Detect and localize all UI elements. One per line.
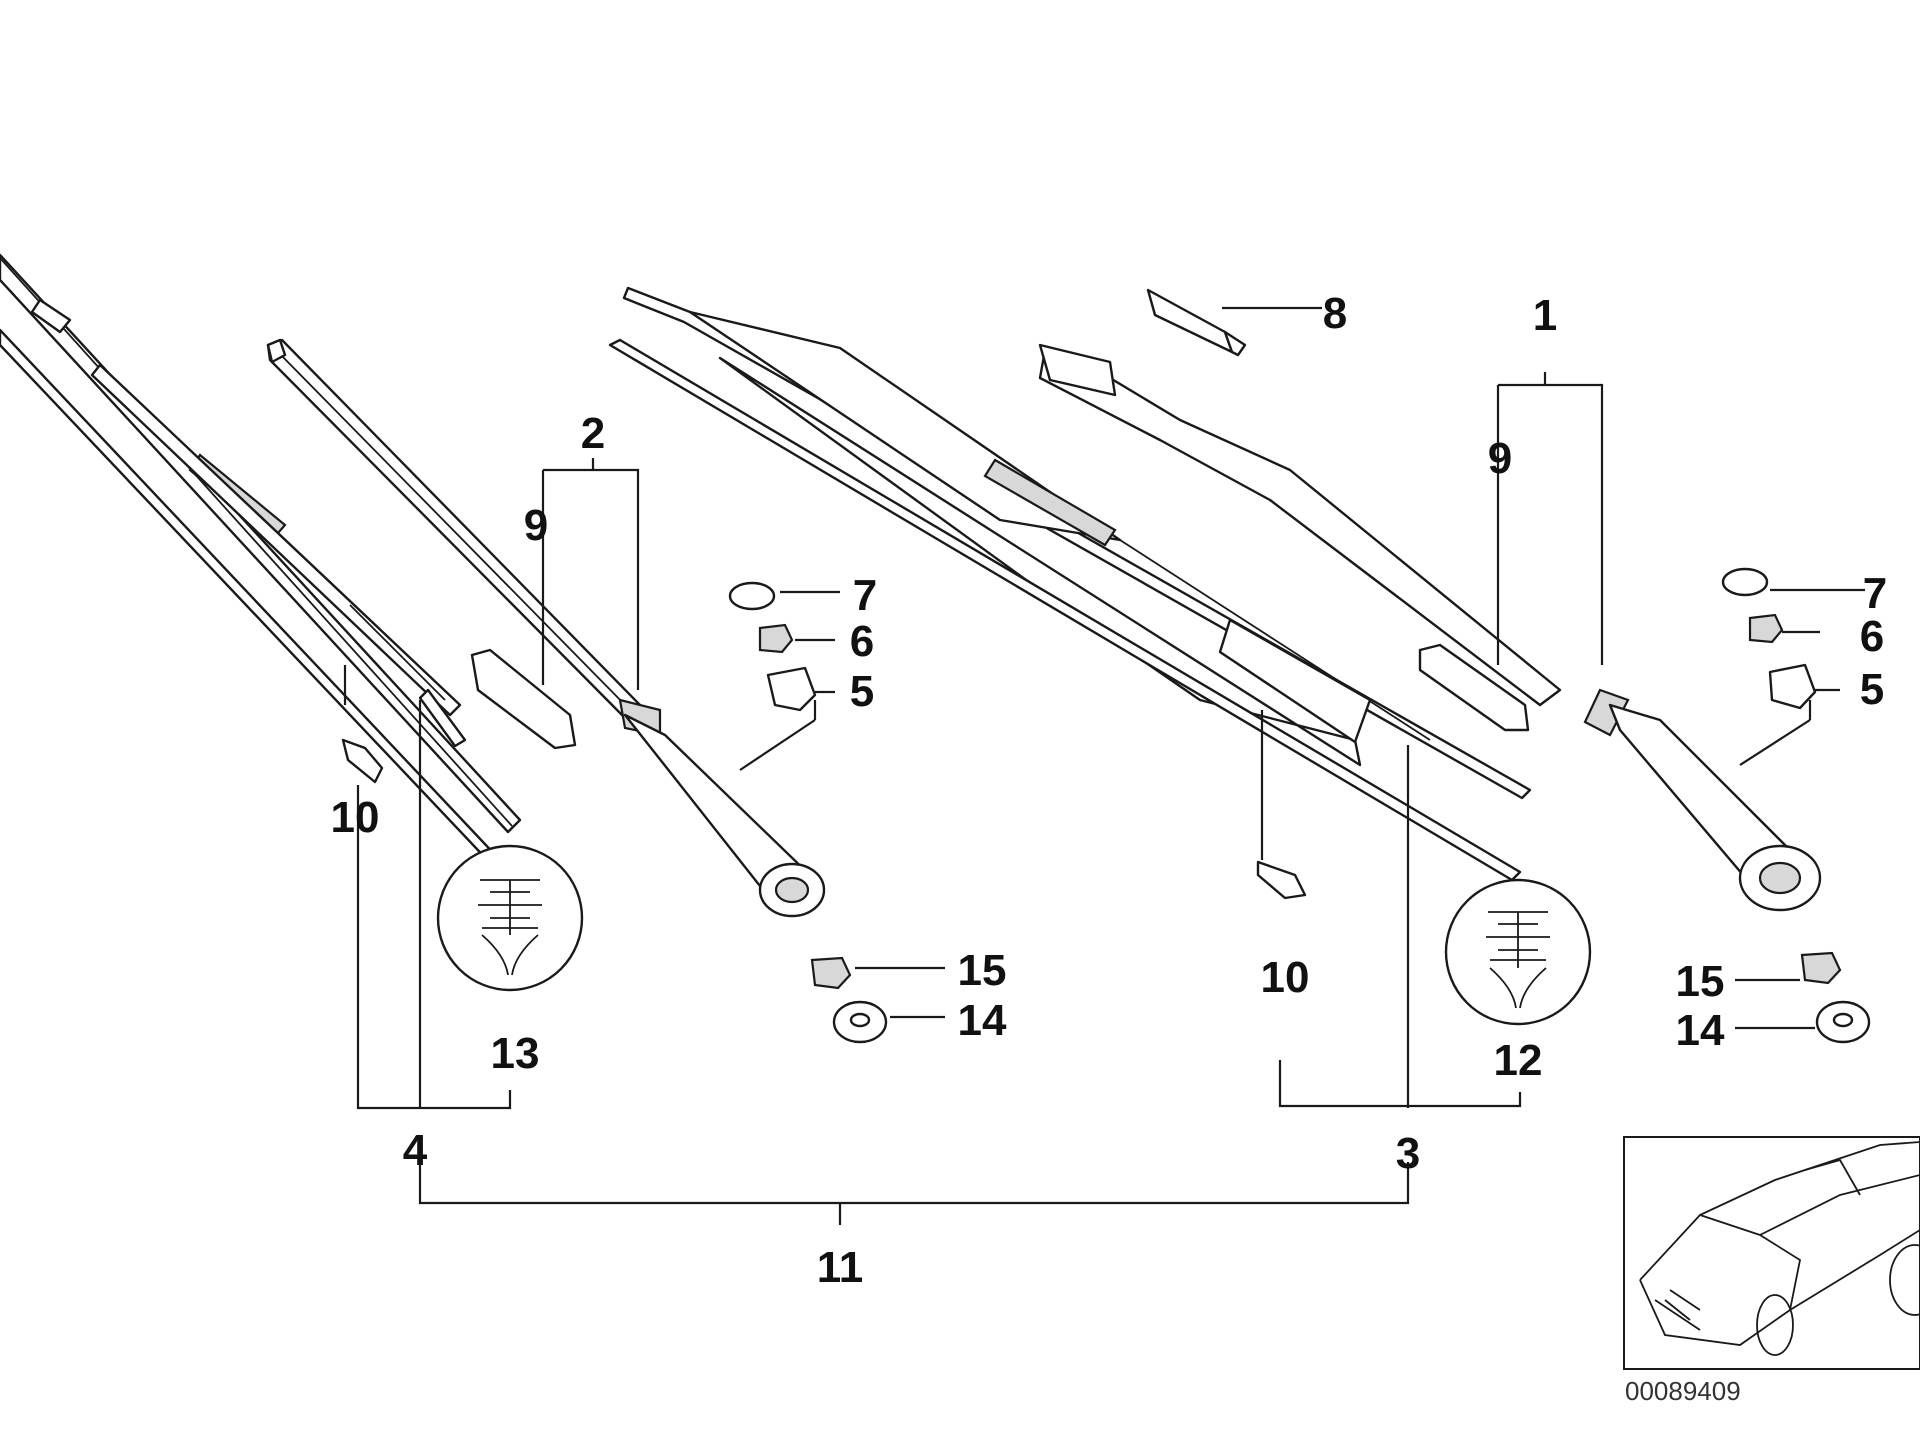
callout-3: 3	[1396, 1129, 1420, 1178]
blade-adapter-8	[1146, 288, 1247, 357]
callout-7-left: 7	[853, 571, 877, 620]
callout-15-left: 15	[958, 946, 1007, 995]
spoiler-clip-10-right	[1256, 860, 1307, 900]
callout-4: 4	[403, 1126, 428, 1175]
cover-clip-9-left	[470, 648, 577, 750]
nut-6-right	[1748, 613, 1784, 644]
callout-10-left: 10	[331, 793, 380, 842]
callout-8: 8	[1323, 289, 1347, 338]
cap-7-left	[728, 581, 776, 611]
callout-11: 11	[817, 1243, 864, 1292]
nut-6-left	[758, 623, 794, 654]
nut-15-right	[1800, 951, 1842, 985]
callout-5-right: 5	[1860, 665, 1884, 714]
callout-9-right: 9	[1488, 434, 1512, 483]
spoiler-clip-10-left	[341, 738, 384, 784]
callout-14-right: 14	[1676, 1006, 1725, 1055]
left-wiper-arm	[266, 338, 826, 918]
leader-lines	[343, 306, 1865, 1225]
bushing-5-right	[1768, 663, 1817, 710]
car-outline-icon	[1623, 1136, 1920, 1370]
callout-5-left: 5	[850, 667, 874, 716]
reference-number: 00089409	[1625, 1376, 1741, 1406]
callout-2: 2	[581, 409, 605, 458]
callout-15-right: 15	[1676, 957, 1725, 1006]
callout-9-left: 9	[524, 501, 548, 550]
callout-14-left: 14	[958, 996, 1007, 1045]
right-wiper-arm	[1038, 343, 1822, 912]
washer-14-right	[1815, 1000, 1871, 1044]
callout-13: 13	[491, 1029, 540, 1078]
cover-clip-9-right	[1418, 643, 1530, 732]
right-wiper-blade	[608, 286, 1532, 882]
bushing-5-left	[766, 666, 817, 712]
callout-6-right: 6	[1860, 612, 1884, 661]
callout-6-left: 6	[850, 617, 874, 666]
callout-12: 12	[1494, 1036, 1543, 1085]
washer-14-left	[832, 1000, 888, 1044]
nut-15-left	[810, 956, 852, 990]
wiper-blade-symbol-icon	[1444, 878, 1592, 1026]
wiper-blade-symbol-icon	[436, 844, 584, 992]
callout-1: 1	[1533, 291, 1557, 340]
cap-7-right	[1721, 567, 1769, 597]
callout-10-right: 10	[1261, 953, 1310, 1002]
callout-7-right: 7	[1863, 569, 1887, 618]
left-wiper-blade	[0, 253, 522, 868]
